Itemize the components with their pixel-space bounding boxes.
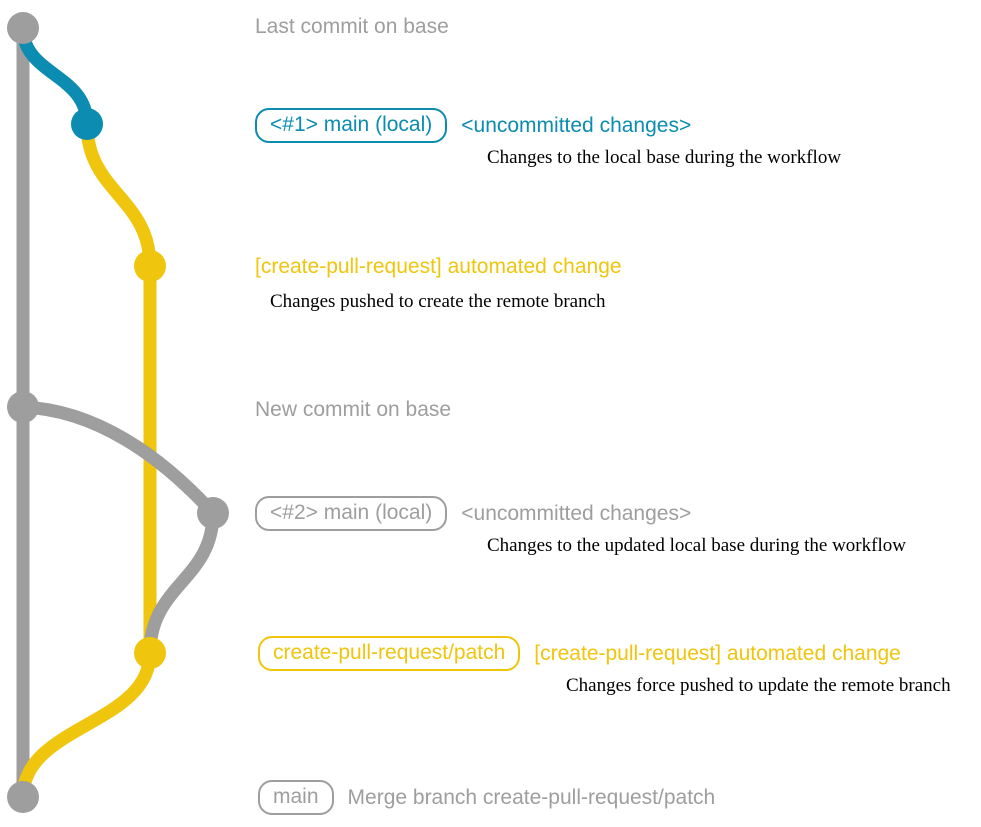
branch-pill-main[interactable]: main (258, 780, 334, 815)
gray-branch-edge-out (16, 400, 220, 520)
row-headline: Last commit on base (255, 15, 449, 38)
row-headline: [create-pull-request] automated change (534, 642, 901, 665)
row-subline-automated-change-1: Changes pushed to create the remote bran… (270, 291, 606, 312)
commit-node-merge[interactable] (7, 781, 39, 813)
row-local-uncommitted-2: <#2> main (local) <uncommitted changes> (255, 496, 691, 531)
yellow-branch-edge-1 (80, 117, 157, 273)
row-subline-local-uncommitted-1: Changes to the local base during the wor… (487, 147, 842, 168)
row-headline: New commit on base (255, 398, 452, 421)
commit-node-local-uncommitted-2[interactable] (197, 497, 229, 529)
gray-branch-edge-in (143, 506, 220, 660)
row-automated-change-2: create-pull-request/patch [create-pull-r… (258, 636, 901, 671)
row-headline: [create-pull-request] automated change (255, 255, 622, 278)
row-last-commit-on-base: Last commit on base (255, 16, 449, 37)
commit-node-local-uncommitted-1[interactable] (71, 108, 103, 140)
row-subline-automated-change-2: Changes force pushed to update the remot… (566, 675, 951, 696)
row-subline-local-uncommitted-2: Changes to the updated local base during… (487, 535, 906, 556)
row-local-uncommitted-1: <#1> main (local) <uncommitted changes> (255, 108, 691, 143)
row-headline: Merge branch create-pull-request/patch (347, 786, 716, 809)
commit-node-automated-change-2[interactable] (134, 637, 166, 669)
branch-pill-create-pull-request-patch[interactable]: create-pull-request/patch (258, 636, 521, 671)
row-headline: <uncommitted changes> (461, 114, 692, 137)
yellow-merge-edge (16, 646, 157, 804)
row-headline: <uncommitted changes> (461, 502, 692, 525)
commit-node-base-last[interactable] (7, 12, 39, 44)
branch-pill-main-local-2[interactable]: <#2> main (local) (255, 496, 448, 531)
commit-node-automated-change-1[interactable] (134, 250, 166, 282)
branch-pill-main-local-1[interactable]: <#1> main (local) (255, 108, 448, 143)
row-automated-change-1: [create-pull-request] automated change (255, 256, 622, 277)
row-merge-commit: main Merge branch create-pull-request/pa… (258, 780, 715, 815)
row-new-commit-on-base: New commit on base (255, 399, 451, 420)
commit-node-base-new[interactable] (7, 391, 39, 423)
